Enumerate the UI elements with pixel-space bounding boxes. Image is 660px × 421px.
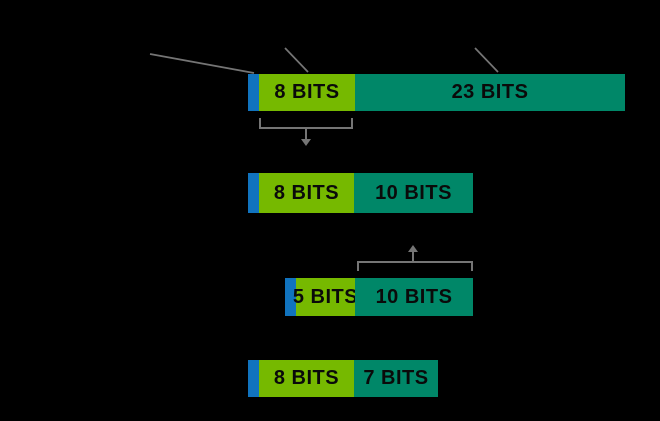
precision-leader-line <box>474 47 499 73</box>
sign-bit-segment <box>248 74 259 111</box>
bit-format-bar-1: 8 BITS 23 BITS <box>248 74 625 111</box>
range-bits-segment: 5 BITS <box>292 278 359 316</box>
sign-leader-line <box>149 53 255 74</box>
precision-bits-segment: 7 BITS <box>354 360 438 397</box>
range-bracket-stem <box>305 128 307 140</box>
bit-format-bar-4: 8 BITS 7 BITS <box>248 360 438 397</box>
precision-bracket-stem <box>412 251 414 262</box>
range-bits-segment: 8 BITS <box>259 360 354 397</box>
range-bits-label: 8 BITS <box>274 81 340 103</box>
arrow-down-icon <box>301 139 311 146</box>
precision-bits-label: 10 BITS <box>375 181 452 204</box>
range-bits-label: 5 BITS <box>292 285 359 308</box>
range-bits-segment: 8 BITS <box>259 74 355 111</box>
precision-bits-segment: 10 BITS <box>354 173 473 213</box>
range-bits-label: 8 BITS <box>273 181 340 204</box>
precision-bits-segment: 10 BITS <box>355 278 473 316</box>
bit-format-bar-2: 8 BITS 10 BITS <box>248 173 473 213</box>
precision-bits-segment: 23 BITS <box>355 74 625 111</box>
sign-bit-segment <box>248 360 259 397</box>
sign-bit-segment <box>285 278 296 316</box>
range-bits-label: 8 BITS <box>273 367 340 389</box>
range-leader-line <box>284 47 309 73</box>
sign-bit-segment <box>248 173 259 213</box>
precision-bits-label: 23 BITS <box>451 81 529 103</box>
precision-bits-label: 7 BITS <box>363 367 429 389</box>
precision-bracket <box>357 261 473 271</box>
range-bits-segment: 8 BITS <box>259 173 354 213</box>
arrow-up-icon <box>408 245 418 252</box>
bit-format-bar-3: 5 BITS 10 BITS <box>285 278 473 316</box>
precision-bits-label: 10 BITS <box>375 285 453 308</box>
